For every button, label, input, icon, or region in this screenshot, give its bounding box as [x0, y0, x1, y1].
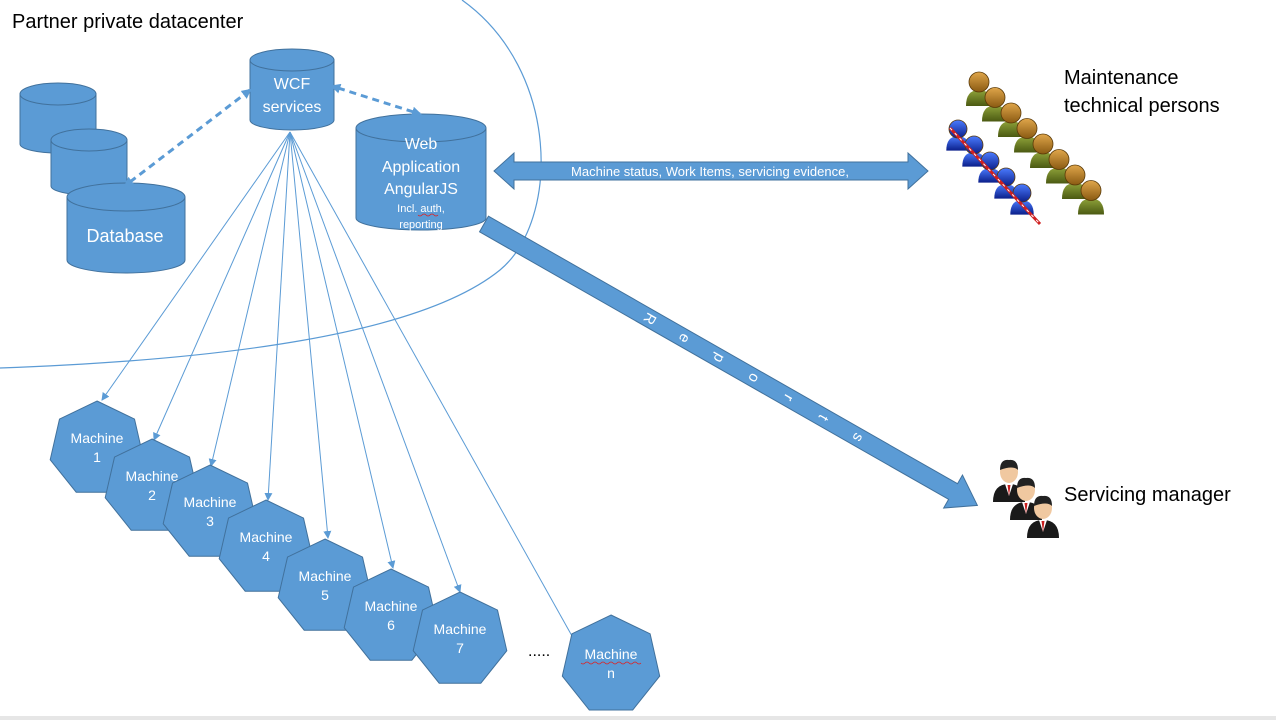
- ellipsis-text: .....: [528, 643, 550, 660]
- manager-label: Servicing manager: [1064, 484, 1231, 506]
- wcf-machine-links: [101, 131, 573, 637]
- datacenter-label: Partner private datacenter: [12, 11, 244, 33]
- person-icon: [1078, 180, 1104, 215]
- spellcheck-squiggle: [417, 213, 439, 217]
- machine-label: Machine: [365, 598, 418, 614]
- servicing-manager-icon: [993, 459, 1059, 538]
- strike-line-highlight: [949, 127, 1041, 225]
- slide-bottom-rule: [0, 716, 1276, 720]
- maintenance-label-2: technical persons: [1064, 95, 1220, 117]
- machine-label: Machine: [126, 468, 179, 484]
- machine-node: Machine 7: [412, 591, 508, 684]
- machine-number: 1: [93, 449, 101, 465]
- wcf-label-line2: services: [263, 99, 322, 116]
- machine-label: Machine: [71, 430, 124, 446]
- machine-number: 2: [148, 487, 156, 503]
- machine-label: Machine: [585, 646, 638, 662]
- manager-person-icon: [1027, 495, 1059, 538]
- machine-label: Machine: [184, 494, 237, 510]
- machine-label: Machine: [299, 568, 352, 584]
- manager-person-icon: [1010, 477, 1042, 520]
- db-cylinder-middle: [50, 128, 128, 196]
- maintenance-people-icon: [946, 71, 1104, 226]
- machine-node: Machine 6: [343, 568, 439, 661]
- status-arrow-label: Machine status, Work Items, servicing ev…: [571, 164, 849, 179]
- spellcheck-squiggle: [580, 661, 642, 665]
- maintenance-label-1: Maintenance: [1064, 67, 1179, 89]
- webapp-label-2: Application: [382, 159, 460, 176]
- wcf-label: WCF: [274, 76, 311, 93]
- machine-number: 6: [387, 617, 395, 633]
- web-app-cylinder: [355, 113, 487, 231]
- status-arrow: [493, 151, 929, 191]
- db-wcf-connector: [123, 88, 252, 187]
- machine-number: 4: [262, 548, 270, 564]
- manager-person-icon: [993, 459, 1025, 502]
- wcf-webapp-connector: [330, 83, 422, 117]
- machine-heptagon: [561, 614, 661, 711]
- machine-label: Machine: [434, 621, 487, 637]
- machine-label: Machine: [240, 529, 293, 545]
- datacenter-boundary: [0, 0, 542, 369]
- machine-number: 7: [456, 640, 464, 656]
- person-icon: [1010, 183, 1034, 215]
- machine-number: 5: [321, 587, 329, 603]
- database-label: Database: [86, 226, 163, 246]
- machine-number: 3: [206, 513, 214, 529]
- webapp-sublabel-1: Incl. auth,: [397, 203, 445, 215]
- webapp-label-3: AngularJS: [384, 181, 458, 198]
- machine-number: n: [607, 665, 615, 681]
- machine-heptagon: [412, 591, 508, 684]
- machine-node: Machine n: [561, 614, 661, 711]
- wcf-services-cylinder: [249, 48, 335, 131]
- database-stack: [19, 82, 186, 274]
- person-icon: [962, 135, 986, 167]
- webapp-sublabel-2: reporting: [399, 219, 442, 231]
- webapp-label-1: Web: [405, 136, 438, 153]
- machine-heptagon: [343, 568, 439, 661]
